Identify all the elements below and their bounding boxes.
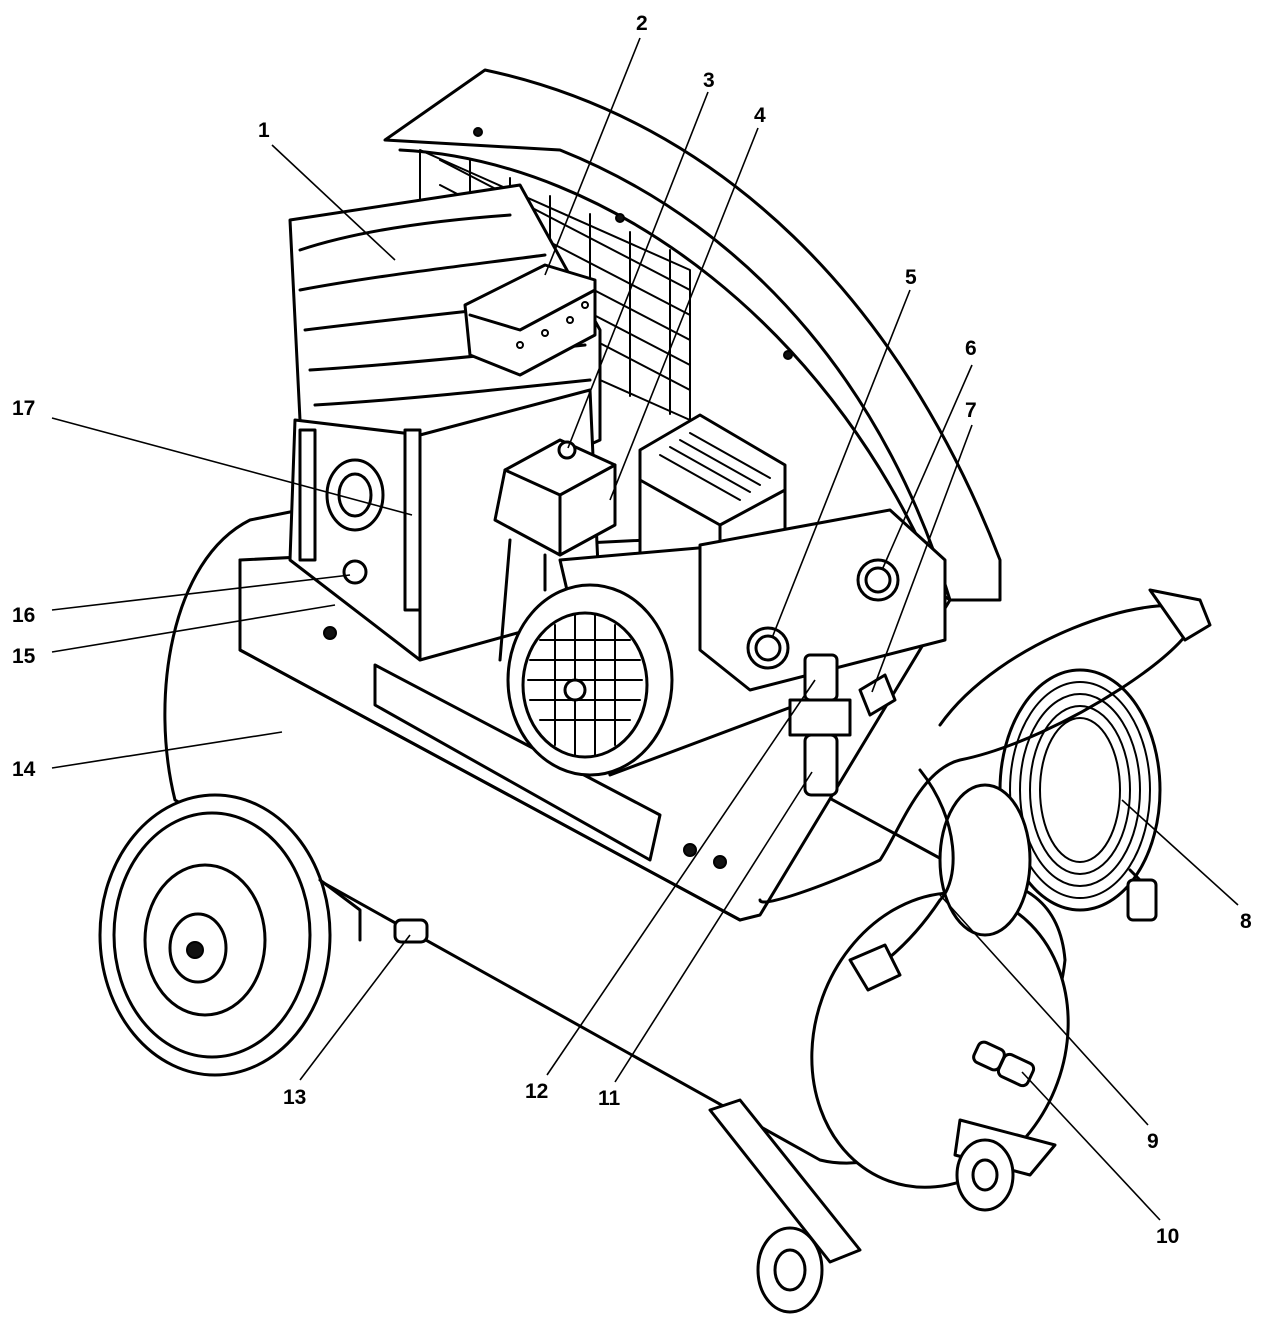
callout-13: 13 [283,1086,306,1109]
callout-14: 14 [12,758,36,781]
drain-valve [393,918,429,944]
callout-15: 15 [12,645,36,668]
callout-2: 2 [636,12,648,35]
control-panel [698,508,947,692]
callout-5: 5 [905,266,917,289]
callout-7: 7 [965,399,977,422]
callout-6: 6 [965,337,977,360]
tank-outlet-valve [972,1040,1036,1088]
oil-sight-glass [325,458,385,585]
callout-3: 3 [703,69,715,92]
wheel [98,793,362,1077]
filter-regulator [788,653,897,797]
hose-reel [938,668,1162,937]
callout-11: 11 [598,1087,621,1110]
leader-lines [51,37,1239,1221]
caster-wheels [708,1098,1057,1314]
callout-10: 10 [1156,1225,1179,1248]
callout-4: 4 [754,104,766,127]
callout-17: 17 [12,397,35,420]
pressure-switch [493,438,617,662]
callout-12: 12 [525,1080,548,1103]
pump-cylinder-head [288,183,602,662]
callout-8: 8 [1240,910,1252,933]
callout-16: 16 [12,604,35,627]
air-filter [463,263,597,377]
callout-labels: 1 2 3 4 5 6 7 8 9 10 11 12 13 14 15 16 1… [12,12,1252,1248]
callout-9: 9 [1147,1130,1159,1153]
callout-1: 1 [258,119,270,142]
